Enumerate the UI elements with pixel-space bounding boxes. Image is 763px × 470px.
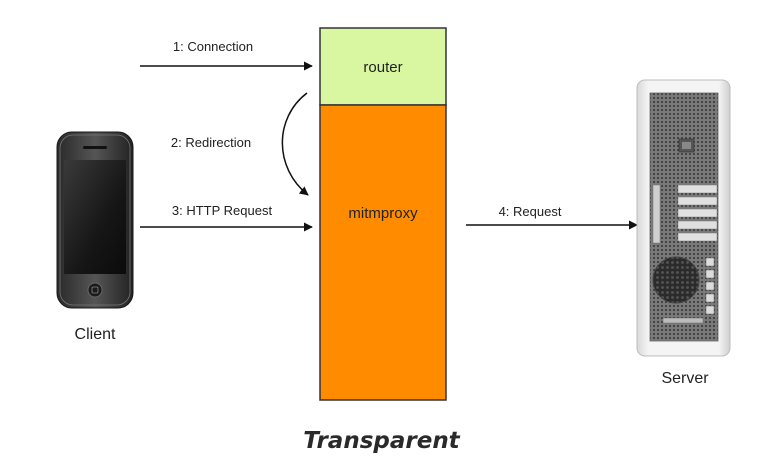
server-label: Server: [661, 370, 709, 387]
diagram-caption: Transparent: [303, 428, 460, 454]
mitmproxy-label: mitmproxy: [348, 205, 418, 222]
server-tower-icon: [636, 79, 731, 357]
redirection-arrow: [281, 92, 309, 196]
mitmproxy-box: [319, 104, 447, 401]
connection-label: 1: Connection: [173, 39, 253, 54]
client-label: Client: [75, 326, 116, 343]
redirection-label: 2: Redirection: [171, 135, 251, 150]
http-request-label: 3: HTTP Request: [172, 203, 273, 218]
smartphone-icon: [56, 131, 134, 309]
request-label: 4: Request: [499, 204, 562, 219]
router-box: [319, 27, 447, 106]
router-label: router: [363, 59, 402, 76]
